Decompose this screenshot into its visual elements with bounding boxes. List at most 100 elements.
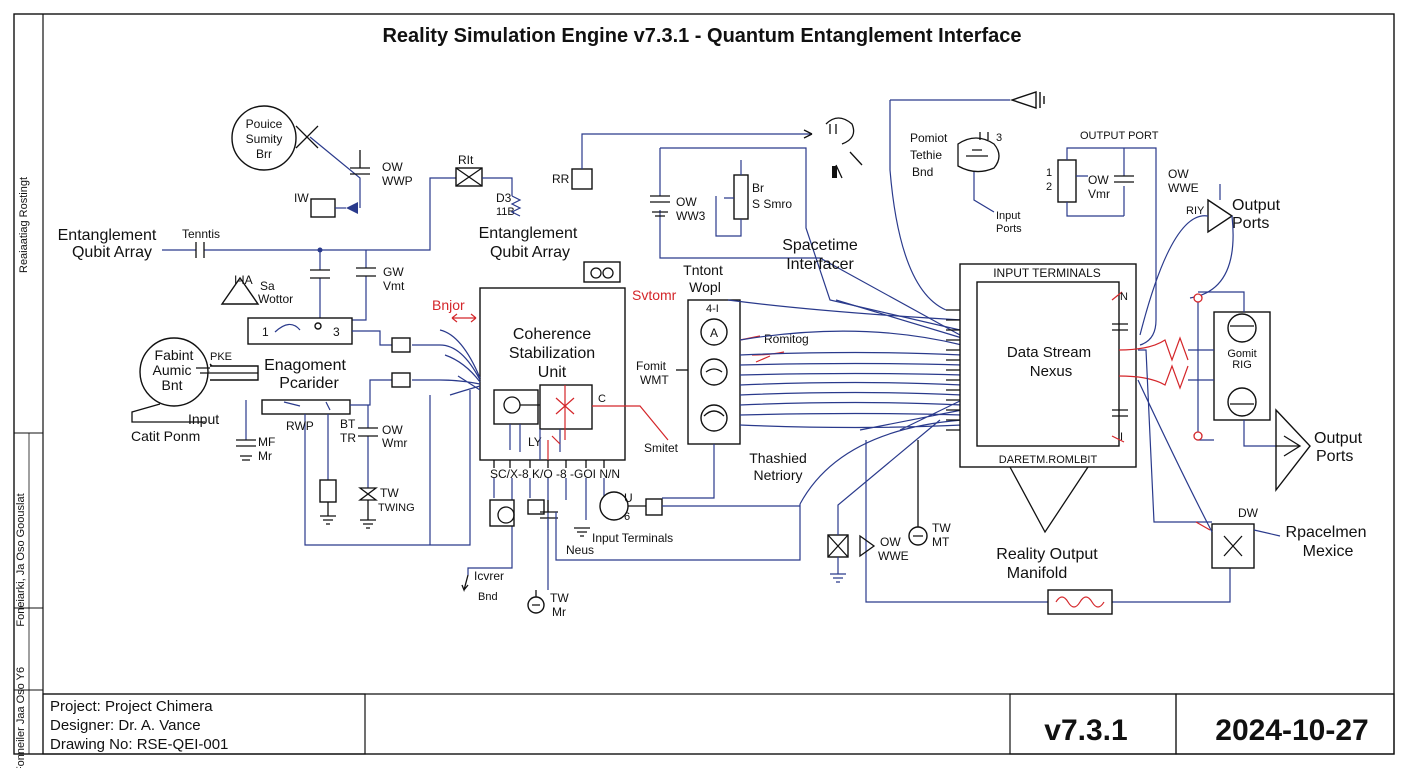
ow-wwb-label-2: WW3 [676,209,706,223]
ow-wwe1-cross [827,534,849,558]
output-ports-top-label-1: Output [1232,197,1281,214]
tntont-port-1-glyph: A [710,326,718,340]
eabint-tail [131,403,205,423]
coherence-inner-x [555,385,575,440]
pcarider-vert [245,390,471,546]
title-block-version: v7.3.1 [1044,714,1127,747]
tw-mr1-label-2: Mr [552,605,566,619]
ow-wmr-cap [358,427,378,437]
coherence-inner-wires [509,424,561,460]
nexus-pin-n: N [1120,291,1128,303]
ri-cross [455,167,483,187]
title-block-designer: Designer: Dr. A. Vance [50,717,201,734]
input-ports-label-1: Input [996,210,1020,222]
catit-label: Catit Ponm [131,428,200,444]
nexus-manifold-lines [1009,466,1089,534]
gomit-red-dot-bottom [1193,431,1203,441]
pomiot-component [957,137,1000,173]
iewer-label-2: Bnd [478,591,498,603]
pomiot-label-3: Bnd [912,165,933,179]
tw-twing-label-2: TWING [378,502,415,514]
output-ports-bottom-arrows [1276,435,1302,457]
rr-label: RR [552,172,570,186]
spacetime-label-2: Interfacer [786,256,854,273]
pins-bottom-label: SC/X-8 K/O -8 -GOI N/N [490,467,620,481]
transistor-u-label: U [624,491,633,505]
tntont-port-3 [700,404,728,432]
dw-label: DW [1238,506,1259,520]
neus-label: Neus [566,543,594,557]
tw-mr1-line [532,590,540,606]
pouice-label-2: Sumity [246,132,283,146]
ow-wwe1-diode [859,534,876,558]
data-stream-label-1: Data Stream [1007,344,1091,361]
iw-resistor [310,198,336,218]
gw-vmt-label-2: Vmt [383,279,405,293]
mf-label-1: MF [258,435,275,449]
tntont-port-1 [700,318,728,346]
pouice-node [231,105,297,171]
gomit-coil-bottom [1227,387,1257,417]
ri-label: RIt [458,153,474,167]
title-block-drawing: Drawing No: RSE-QEI-001 [50,736,228,753]
coherence-connector-pin-1 [590,267,602,279]
bottom-component-1-knob [497,506,515,524]
coherence-unit [479,287,626,461]
entangle-mid-label-1: Entanglement [479,225,578,242]
iewer-label-1: Icvrer [474,569,504,583]
output-port-wires [1066,147,1157,346]
output-ports-top-triangle [1207,198,1234,234]
output-ports-bottom-label-2: Ports [1316,448,1353,465]
reality-output-coil-loops [1055,596,1105,608]
ow-wwp-label-2: WWP [382,174,413,188]
bottom-right-wire [865,440,1231,603]
tntont-port-1-num: 4-I [706,303,719,315]
transistor-u-resistor [645,498,663,516]
iw-diode [346,202,358,214]
input-terminals-small-label: Input Terminals [592,531,673,545]
d3-label-1: D3 [496,191,512,205]
pomiot-wire [973,172,995,213]
tw-mt2-label-1: TW [932,521,951,535]
side-label-top: Reaiaatiag Rostingt [18,177,30,273]
pomiot-label-2: Tethie [910,148,942,162]
bnjor-label: Bnjor [432,297,465,313]
spacetime-label-1: Spacetime [782,237,858,254]
thashied-label-1: Thashied [749,450,807,466]
tw-mr1-label-1: TW [550,591,569,605]
bottom-ground-4 [574,527,590,537]
top-component-coil [825,117,855,145]
br-label-1: Br [752,181,764,195]
gomit-label-1: Gomit [1227,348,1256,360]
mf-cap [236,439,256,461]
output-port-cap [1114,175,1134,183]
output-ports-bottom-label-1: Output [1314,430,1363,447]
top-small-black [832,166,837,178]
fomit-label-2: WMT [640,373,669,387]
output-port-num-2: 2 [1046,181,1052,193]
cap-ow-wwp [350,150,370,175]
ow-vmr-label-1: OW [1088,173,1109,187]
switch-pin-1: 1 [262,325,269,339]
gw-vmt-label-1: GW [383,265,404,279]
thashied-label-2: Netriory [753,467,802,483]
ow-wmr-label-1: OW [382,423,403,437]
ow-wwe1-label-2: WWE [878,549,909,563]
sa-wottor-label-2: Sa [260,279,275,293]
d3-label-2: 11B [496,206,515,218]
pomiot-label-1: Pomiot [910,131,948,145]
output-port-block [1057,159,1077,203]
coherence-label-3: Unit [538,364,567,381]
entangle-mid-label-2: Qubit Array [490,244,570,261]
diagram-title: Reality Simulation Engine v7.3.1 - Quant… [382,25,1021,47]
gomit-outer-loop [1198,291,1276,447]
bt-tr-ground [320,502,336,525]
switch-contact [314,322,322,330]
top-arrow-1 [803,129,813,139]
side-label-bottom: Fonneiler Jaa Oso Y6 [15,667,27,768]
pouice-cross [295,125,319,149]
bottom-component-2 [527,499,545,515]
switch-pin-3: 3 [333,325,340,339]
branch-wire-2 [340,250,367,321]
